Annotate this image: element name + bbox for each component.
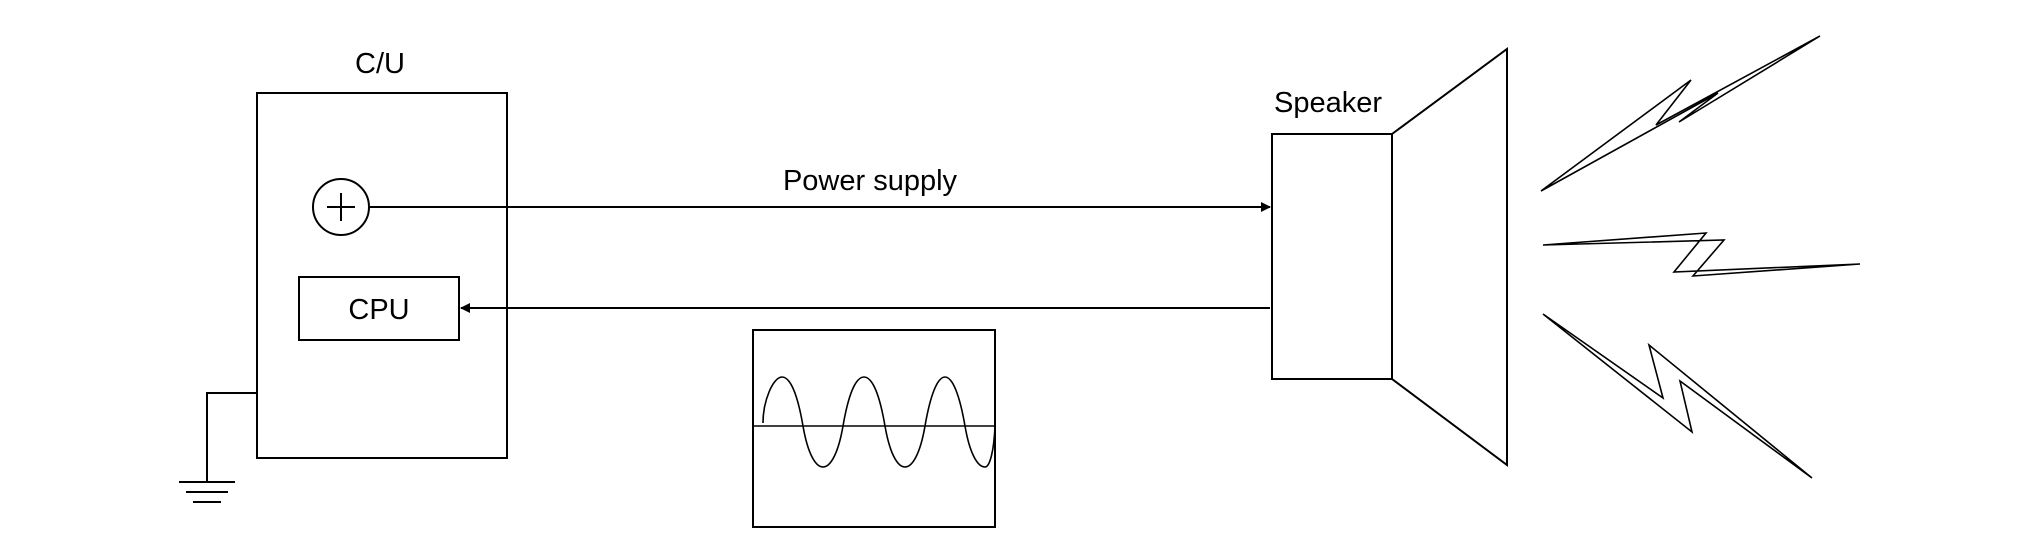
speaker-magnet-box: [1271, 133, 1393, 380]
sound-wave-lower-icon: [1542, 313, 1813, 479]
control-unit-label: C/U: [355, 48, 405, 80]
speaker: Speaker: [1271, 47, 1508, 467]
sine-wave: [762, 376, 996, 468]
waveform-display: [752, 329, 996, 528]
speaker-label: Speaker: [1274, 87, 1382, 119]
cpu-box: [298, 276, 460, 341]
power-supply-label: Power supply: [783, 165, 958, 197]
cpu-label: CPU: [348, 294, 409, 326]
waveform-box: [752, 329, 996, 528]
sound-wave-upper-icon: [1540, 35, 1821, 192]
plus-terminal-icon: [312, 178, 370, 236]
control-unit-box: [256, 92, 508, 459]
control-unit: C/U CPU: [256, 48, 508, 459]
sound-wave-middle-icon: [1542, 232, 1861, 277]
speaker-cone: [1391, 47, 1508, 467]
ground-icon: [179, 392, 257, 503]
